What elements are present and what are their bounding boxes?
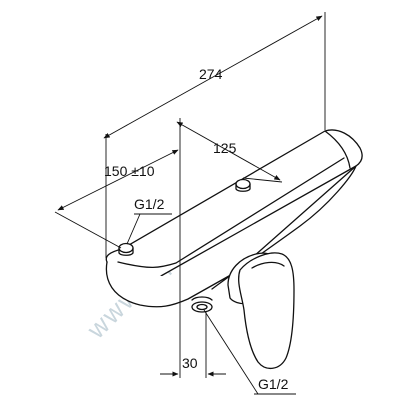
inlet-left <box>118 242 134 256</box>
dim-label-150: 150 ±10 <box>104 163 155 179</box>
mixer-top-edge <box>117 157 345 269</box>
outlet-thread-label: G1/2 <box>258 376 289 392</box>
outlet-thread-callout: G1/2 <box>203 309 296 395</box>
mixer-body <box>105 129 363 308</box>
dim-label-274: 274 <box>199 66 223 82</box>
dimension-center-distance: 150 ±10 <box>54 149 283 249</box>
dimension-overall-length: 274 <box>103 12 326 258</box>
dimension-outlet-depth: 30 <box>160 300 226 378</box>
mixer-front-face <box>105 165 357 308</box>
outlet-connection <box>191 296 213 313</box>
dim-label-30: 30 <box>182 355 198 371</box>
dimension-outlet-offset: 125 <box>176 118 281 300</box>
dim-label-125: 125 <box>213 140 237 156</box>
inlet-thread-label: G1/2 <box>134 196 165 212</box>
mixer-end-cap <box>324 130 351 169</box>
inlet-thread-callout: G1/2 <box>126 196 172 245</box>
mixer-lever-handle <box>227 252 295 369</box>
lever-blade <box>238 252 295 369</box>
